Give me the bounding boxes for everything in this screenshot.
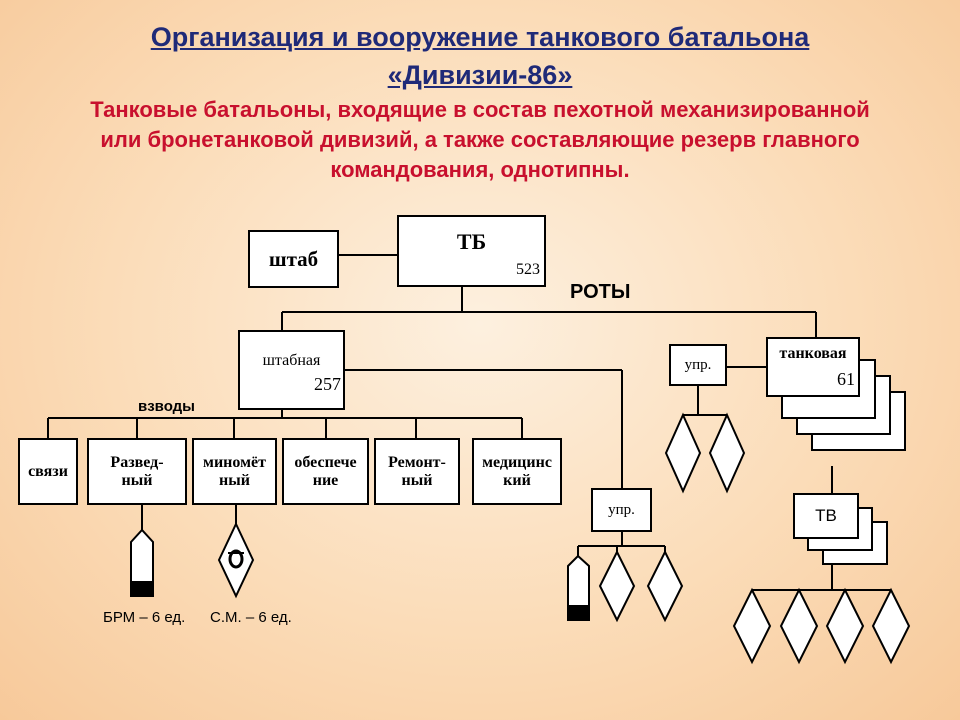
upr-box-tank: упр. xyxy=(669,344,727,386)
title-line-1: Организация и вооружение танкового батал… xyxy=(150,22,810,52)
hq-label: штаб xyxy=(268,246,319,271)
tank-symbol xyxy=(646,549,684,623)
tank-symbol xyxy=(779,587,819,665)
tank-symbol xyxy=(871,587,911,665)
staff-company-label: штабная xyxy=(262,352,321,369)
tank-company-box: танковая 61 xyxy=(766,337,860,397)
tank-symbol xyxy=(708,412,746,494)
brm-count: БРМ – 6 ед. xyxy=(103,609,186,626)
staff-company-box: штабная 257 xyxy=(238,330,345,410)
tank-company-number: 61 xyxy=(837,369,855,389)
tb-number: 523 xyxy=(516,261,540,278)
tank-symbol xyxy=(598,549,636,623)
platoon-recon: Развед- ный xyxy=(87,438,187,505)
tank-symbol xyxy=(825,587,865,665)
mortar-symbol xyxy=(217,521,255,599)
staff-company-number: 257 xyxy=(314,374,341,394)
upr-box-staff: упр. xyxy=(591,488,652,532)
sm-count: С.М. – 6 ед. xyxy=(210,609,292,626)
tv-label: ТВ xyxy=(815,506,837,525)
tank-company-label: танковая xyxy=(779,345,847,362)
tv-box: ТВ xyxy=(793,493,859,539)
tank-symbol xyxy=(732,587,772,665)
platoon-mortar: миномёт ный xyxy=(192,438,277,505)
platoon-medical: медицинс кий xyxy=(472,438,562,505)
platoon-repair: Ремонт- ный xyxy=(374,438,460,505)
platoons-label: взводы xyxy=(138,398,195,415)
platoon-signal: связи xyxy=(18,438,78,505)
companies-label: РОТЫ xyxy=(570,281,631,303)
hq-box: штаб xyxy=(248,230,339,288)
tb-label: ТБ xyxy=(456,229,487,254)
subtitle: Танковые батальоны, входящие в состав пе… xyxy=(90,97,870,182)
title-line-2: «Дивизии-86» xyxy=(387,60,573,90)
platoon-support: обеспече ние xyxy=(282,438,369,505)
tb-box: ТБ 523 xyxy=(397,215,546,287)
tank-symbol xyxy=(664,412,702,494)
